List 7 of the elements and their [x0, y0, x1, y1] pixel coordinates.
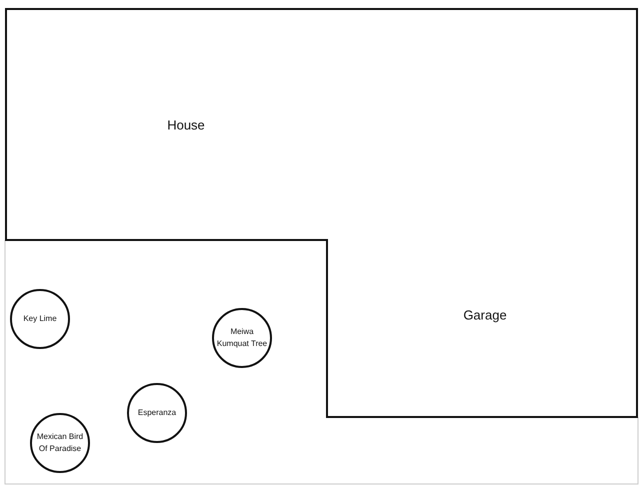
building-outline [5, 8, 638, 418]
house-label: House [167, 118, 205, 132]
plant-label: Key Lime [22, 313, 58, 325]
plant-label: Meiwa Kumquat Tree [216, 326, 268, 350]
plant-label: Mexican Bird Of Paradise [36, 431, 84, 455]
garage-label: Garage [463, 308, 507, 322]
plant-label: Esperanza [136, 407, 178, 419]
